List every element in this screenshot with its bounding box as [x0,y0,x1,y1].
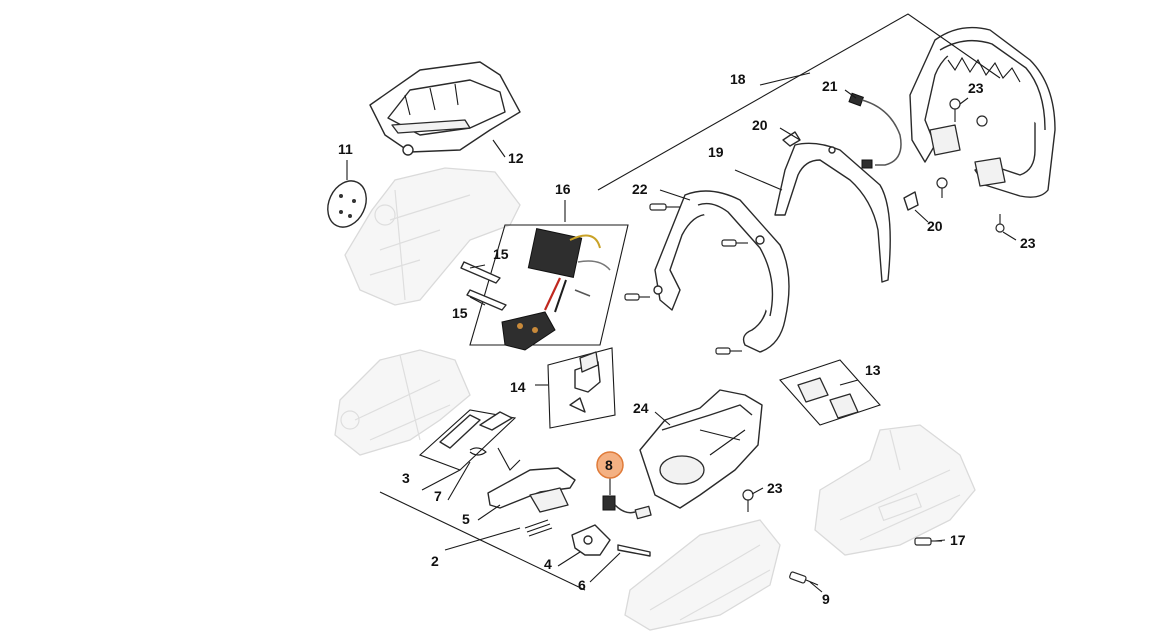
screw-9 [789,571,819,586]
label-part-24: 24 [633,400,649,416]
part-21-switch-cable [848,92,902,169]
label-part-2: 2 [431,553,439,569]
part-16-electronics-frame [469,224,629,351]
part-20-clip-right [903,191,919,211]
part-14-lever-frame [547,347,616,429]
parts-lever-assembly-frame [418,409,517,471]
label-part-23-guard: 23 [767,480,783,496]
label-part-12: 12 [508,150,524,166]
part-7-spring [469,447,521,471]
label-part-11: 11 [338,141,353,157]
label-part-14: 14 [510,379,526,395]
label-part-18: 18 [730,71,746,87]
part-6-pin [617,544,651,557]
part-4-lockout-lever [571,524,611,556]
label-part-22: 22 [632,181,648,197]
label-part-6: 6 [578,577,586,593]
part-18-rear-handle [909,26,1056,198]
label-part-9: 9 [822,591,830,607]
label-part-15-lower: 15 [452,305,468,321]
ghost-housing-lower-right [814,424,976,556]
label-part-8: 8 [605,457,613,473]
screw-23-rear-b [976,115,988,127]
part-13-pad-frame [779,359,881,426]
label-part-5: 5 [462,511,470,527]
screw-handle-bottom [715,347,742,355]
label-part-20-lower: 20 [927,218,943,234]
part-19-front-handle [653,190,790,353]
highlight-circle-part-8 [596,451,624,479]
screw-17 [914,537,942,546]
label-part-7: 7 [434,488,442,504]
label-part-23-right: 23 [1020,235,1036,251]
screw-handle-mid [721,239,748,247]
ghost-housing-middle [334,349,471,456]
ghost-housing-upper [344,167,521,306]
label-part-3: 3 [402,470,410,486]
part-24-lower-guard [639,389,763,509]
part-15-strip-lower [466,289,507,311]
label-part-20-upper: 20 [752,117,768,133]
label-part-19: 19 [708,144,724,160]
screw-22 [649,203,680,211]
part-12-top-cover [369,61,521,156]
label-part-15-upper: 15 [493,246,509,262]
screw-23-rear-d [995,214,1005,233]
screw-23-rear-c [936,177,948,198]
label-part-13: 13 [865,362,881,378]
ghost-housing-bottom [624,519,781,631]
screw-23-guard [742,489,754,512]
part-15-strip-upper [460,261,501,284]
part-8-micro-switch [602,495,652,520]
label-part-21: 21 [822,78,838,94]
callout-leader-lines [346,13,1017,593]
part-20-top-handle [774,142,891,283]
label-part-17: 17 [950,532,966,548]
screw-23-rear-a [949,98,961,122]
part-2-spring-small [524,519,553,537]
label-part-4: 4 [544,556,552,572]
part-11-gasket-plate [327,180,367,228]
label-part-16: 16 [555,181,571,197]
label-part-23-top: 23 [968,80,984,96]
screw-handle-low [624,293,650,301]
part-5-throttle-trigger [487,467,576,513]
